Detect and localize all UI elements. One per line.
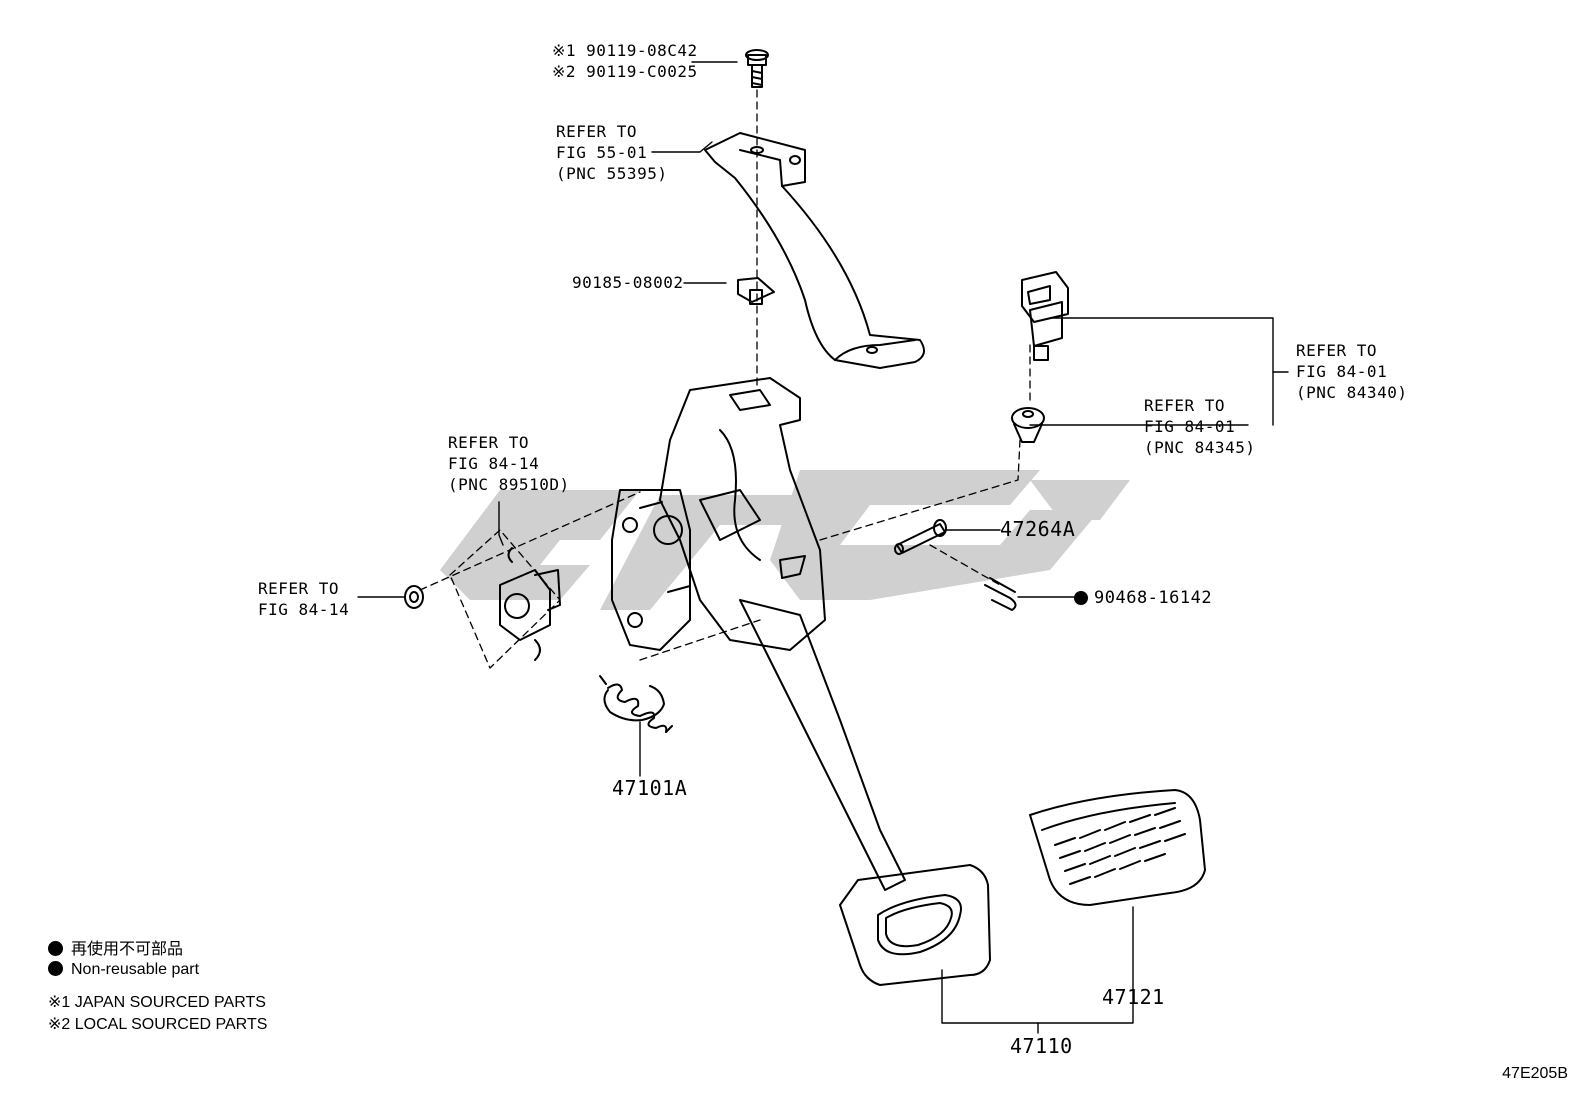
legend-non-reusable-jp: 再使用不可部品 <box>48 935 183 959</box>
legend-dot-en <box>48 961 63 976</box>
cushion-ref-line1: REFER TO <box>1144 396 1226 415</box>
legend-note2: ※2 LOCAL SOURCED PARTS <box>48 1016 268 1033</box>
sensor-ref-line2: FIG 84-14 <box>448 454 540 473</box>
sensor-ref-callout: REFER TO FIG 84-14 (PNC 89510D) <box>448 432 570 495</box>
bracket-ref-line2: FIG 55-01 <box>556 143 648 162</box>
pedal-assy-part-number: 47110 <box>1010 1034 1073 1058</box>
sensor-clip <box>404 585 424 609</box>
bracket-ref-line1: REFER TO <box>556 122 638 141</box>
clip-pin-part-number: 90468-16142 <box>1094 588 1213 608</box>
switch-ref-callout: REFER TO FIG 84-01 (PNC 84340) <box>1296 340 1407 403</box>
brake-pedal-arm <box>739 599 991 986</box>
legend-non-reusable-en: Non-reusable part <box>48 961 199 979</box>
return-spring-47101A <box>599 675 673 733</box>
switch-ref-line1: REFER TO <box>1296 341 1378 360</box>
leader-lines <box>357 61 1289 1034</box>
drawing-code: 47E205B <box>1502 1065 1568 1082</box>
switch-ref-line3: (PNC 84340) <box>1296 383 1408 402</box>
pin-47264A <box>894 519 947 555</box>
legend-non-reusable-jp-text: 再使用不可部品 <box>71 941 184 958</box>
pin-part-number: 47264A <box>1000 517 1076 541</box>
legend-non-reusable-en-text: Non-reusable part <box>71 961 200 978</box>
switch-ref-line2: FIG 84-01 <box>1296 362 1388 381</box>
bracket-ref-line3: (PNC 55395) <box>556 164 668 183</box>
clip-ref-line2: FIG 84-14 <box>258 600 350 619</box>
clip-pin-90468 <box>984 577 1017 611</box>
pad-part-number: 47121 <box>1102 985 1165 1009</box>
bolt-callout: ※1 90119-08C42 ※2 90119-C0025 <box>552 40 698 82</box>
non-reusable-dot <box>1074 591 1088 605</box>
clip-ref-line1: REFER TO <box>258 579 340 598</box>
cushion-ref-callout: REFER TO FIG 84-01 (PNC 84345) <box>1144 395 1255 458</box>
pedal-pad-47121 <box>1029 789 1206 906</box>
watermark <box>440 470 1130 610</box>
cushion-ref-line3: (PNC 84345) <box>1144 438 1256 457</box>
legend-dot-jp <box>48 941 63 956</box>
sensor-ref-line3: (PNC 89510D) <box>448 475 570 494</box>
cushion-ref-line2: FIG 84-01 <box>1144 417 1236 436</box>
bolt-callout-line2: ※2 90119-C0025 <box>552 62 698 81</box>
legend-note1: ※1 JAPAN SOURCED PARTS <box>48 994 266 1011</box>
bracket-ref-callout: REFER TO FIG 55-01 (PNC 55395) <box>556 121 667 184</box>
nut-90185 <box>737 277 775 305</box>
stop-lamp-switch <box>1021 271 1069 361</box>
cushion <box>1011 407 1045 443</box>
sensor-ref-line1: REFER TO <box>448 433 530 452</box>
bolt-callout-line1: ※1 90119-08C42 <box>552 41 698 60</box>
nut-callout: 90185-08002 <box>572 273 684 292</box>
pedal-support <box>611 377 826 651</box>
bolt-90119 <box>745 49 769 88</box>
clip-ref-callout: REFER TO FIG 84-14 <box>258 578 349 620</box>
spring-part-number: 47101A <box>612 776 688 800</box>
pedal-sensor <box>499 547 561 661</box>
bracket-55395 <box>704 132 925 369</box>
